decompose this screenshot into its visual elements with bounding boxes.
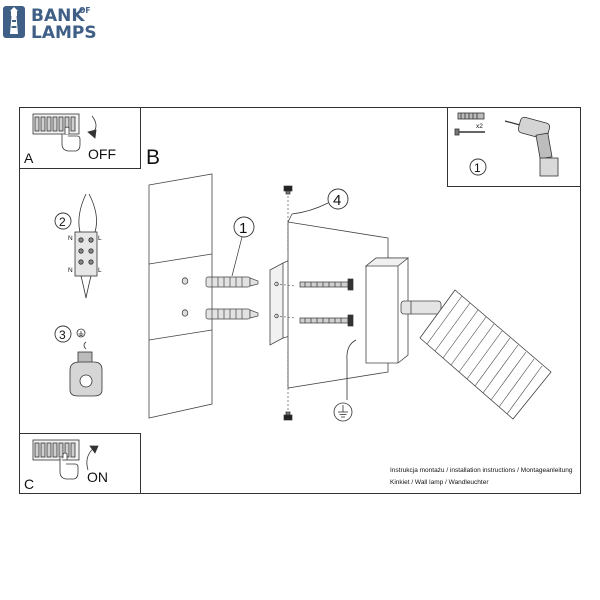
terminal-block-icon: [74, 193, 98, 299]
panel-a-state: OFF: [88, 146, 116, 162]
panel-c-letter: C: [24, 476, 34, 492]
plate-leader: [291, 202, 329, 215]
tools-step: 1: [474, 161, 481, 175]
dowel-step: 1: [239, 220, 247, 237]
drill-icon: [504, 116, 559, 177]
switch-hand-on-icon: [32, 439, 99, 480]
wires-step: 2: [59, 215, 66, 229]
footer-line2: Kinkiet / Wall lamp / Wandleuchter: [390, 479, 489, 486]
panel-a-box: [19, 107, 141, 169]
plate-step: 4: [333, 192, 341, 209]
footer-line1: Instrukcja montażu / installation instru…: [390, 467, 573, 474]
lamp-shade: [419, 289, 552, 420]
dowel-screw-icon: [454, 112, 485, 136]
logo-line2: LAMPS: [31, 23, 97, 43]
long-screws: [275, 278, 354, 327]
ground-terminal-icon: [69, 328, 103, 397]
lighthouse-icon: [3, 6, 25, 38]
lamp-arm: [400, 300, 442, 315]
lamp-base-plate: [287, 213, 389, 389]
brand-logo: BANK OF LAMPS: [3, 6, 97, 43]
panel-c-state: ON: [87, 469, 108, 485]
wire-label-l2: L: [98, 267, 102, 274]
switch-hand-off-icon: [32, 113, 97, 152]
wires-step-circle: [54, 212, 72, 230]
logo-of: OF: [79, 6, 91, 15]
wire-label-n2: N: [68, 267, 73, 274]
ground-symbol-icon: [333, 339, 357, 422]
lamp-body: [364, 257, 410, 364]
panel-a-letter: A: [24, 150, 34, 166]
plate-step-circle: [327, 188, 349, 210]
ground-step-circle: [54, 325, 72, 343]
tools-multiplier: x2: [476, 123, 483, 130]
logo-line1: BANK: [31, 6, 85, 26]
panel-tools-box: [447, 107, 581, 187]
ground-step: 3: [59, 328, 66, 342]
dowel-step-circle: [233, 216, 255, 238]
wire-label-l1: L: [98, 235, 102, 242]
wire-label-n1: N: [68, 235, 73, 242]
dowel-leader: [231, 236, 243, 277]
mounting-bracket: [269, 259, 291, 346]
panel-c-box: [19, 433, 141, 494]
outer-frame: [19, 107, 581, 494]
tools-step-circle: [469, 158, 487, 176]
wall-panel: [148, 173, 213, 419]
wall-dowels: [205, 276, 259, 320]
panel-b-letter: B: [146, 146, 160, 169]
